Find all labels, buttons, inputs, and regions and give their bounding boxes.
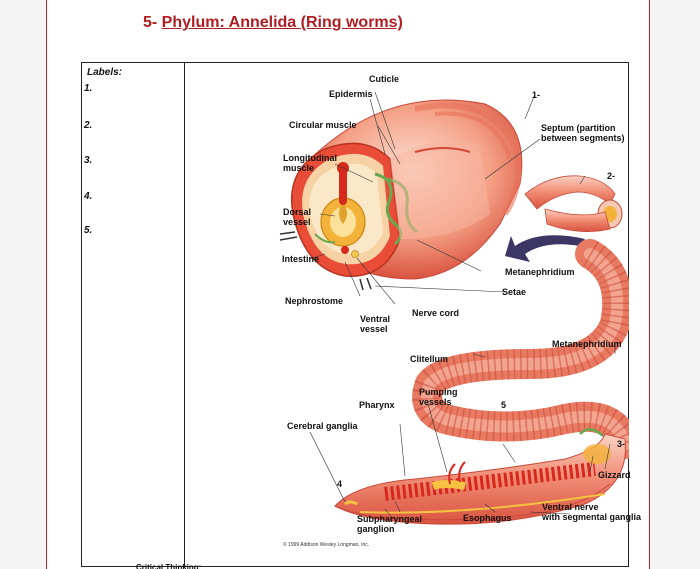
section-title: Phylum: Annelida (Ring worms) (162, 14, 403, 31)
earthworm-anatomy-figure: Cuticle Epidermis Circular muscle Longit… (185, 64, 629, 566)
label-dorsal-vessel-2: vessel (283, 217, 311, 227)
label-subpharyngeal-2: ganglion (357, 524, 395, 534)
section-heading: 5- Phylum: Annelida (Ring worms) (143, 14, 403, 32)
label-ventral-vessel-2: vessel (360, 324, 388, 334)
label-metanephridium-right: Metanephridium (552, 339, 622, 349)
label-longitudinal-muscle-2: muscle (283, 163, 314, 173)
label-intestine: Intestine (282, 254, 319, 264)
label-dorsal-vessel-1: Dorsal (283, 207, 311, 217)
number-5: 5 (501, 400, 506, 410)
label-clitellum: Clitellum (410, 354, 448, 364)
label-number-3: 3. (84, 155, 92, 166)
copyright-note: © 1999 Addison Wesley Longman, Inc. (283, 542, 369, 548)
worm-tail-section (525, 176, 622, 232)
label-gizzard: Gizzard (598, 470, 631, 480)
footer-heading: Critical Thinking: (136, 561, 201, 569)
label-setae: Setae (502, 287, 526, 297)
label-metanephridium-top: Metanephridium (505, 267, 575, 277)
number-3: 3- (617, 439, 625, 449)
label-cerebral-ganglia: Cerebral ganglia (287, 421, 358, 431)
labels-title: Labels: (87, 67, 182, 78)
label-number-5: 5. (84, 225, 92, 236)
label-septum-1: Septum (partition (541, 123, 616, 133)
label-septum-2: between segments) (541, 133, 625, 143)
label-epidermis: Epidermis (329, 89, 373, 99)
label-longitudinal-muscle-1: Longitudinal (283, 153, 337, 163)
label-esophagus: Esophagus (463, 513, 512, 523)
label-pumping-vessels-2: vessels (419, 397, 452, 407)
label-pumping-vessels-1: Pumping (419, 387, 458, 397)
labels-table: Labels: 1. 2. 3. 4. 5. (81, 62, 629, 567)
label-nephrostome: Nephrostome (285, 296, 343, 306)
label-ventral-vessel-1: Ventral (360, 314, 390, 324)
label-circular-muscle: Circular muscle (289, 120, 357, 130)
label-number-4: 4. (84, 191, 92, 202)
label-number-2: 2. (84, 120, 92, 131)
number-1: 1- (532, 90, 540, 100)
label-cuticle: Cuticle (369, 74, 399, 84)
number-4: 4 (337, 479, 342, 489)
label-number-1: 1. (84, 83, 92, 94)
label-subpharyngeal-1: Subpharyngeal (357, 514, 422, 524)
label-nerve-cord: Nerve cord (412, 308, 459, 318)
labels-column: Labels: (87, 67, 182, 78)
section-number: 5- (143, 14, 162, 31)
label-pharynx: Pharynx (359, 400, 395, 410)
label-ventral-nerve-1: Ventral nerve (542, 502, 599, 512)
number-2: 2- (607, 171, 615, 181)
direction-arrow (505, 235, 585, 262)
label-ventral-nerve-2: with segmental ganglia (542, 512, 641, 522)
